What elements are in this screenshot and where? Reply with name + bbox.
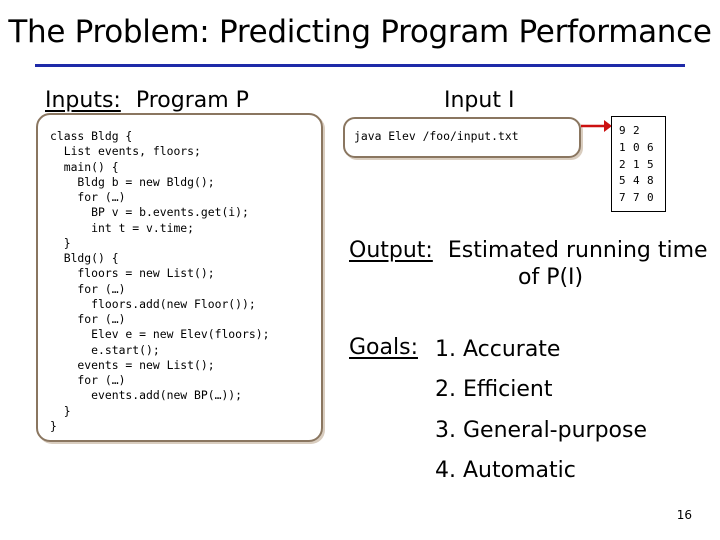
slide-title: The Problem: Predicting Program Performa… [8, 14, 712, 50]
file-value: 2 [619, 157, 626, 171]
code-line: for (…) [50, 190, 126, 204]
command-box [343, 117, 581, 158]
inputs-heading: Inputs: Program P [45, 88, 249, 113]
goal-item-4: 4. Automatic [435, 458, 576, 483]
file-value: 5 [619, 174, 626, 188]
file-value: 6 [647, 140, 654, 154]
goal-item-1: 1. Accurate [435, 337, 561, 362]
output-text-line2: of P(I) [518, 265, 584, 290]
code-line: floors = new List(); [50, 266, 215, 281]
file-value: 5 [647, 157, 654, 171]
program-code: class Bldg { List events, floors; main()… [50, 129, 269, 434]
program-label: Program P [135, 88, 249, 113]
goals-label-wrap: Goals: [349, 335, 418, 360]
inputs-label: Inputs: [45, 88, 121, 113]
code-line: int t = v.time; [50, 220, 195, 235]
goal-item-3: 3. General-purpose [435, 418, 647, 443]
file-value: 1 [633, 157, 640, 171]
output-heading: Output: Estimated running time [349, 238, 708, 263]
code-line: events.add(new BP(…)); [50, 388, 243, 403]
code-line: Bldg() { [50, 251, 119, 265]
goal-item-2: 2. Efficient [435, 377, 553, 402]
file-value: 1 [619, 140, 626, 154]
file-value: 4 [633, 174, 640, 188]
code-line: Elev e = new Elev(floors); [50, 327, 270, 342]
command-line: java Elev /foo/input.txt [354, 129, 519, 143]
code-line: } [50, 235, 71, 250]
code-line: for (…) [50, 281, 126, 296]
file-value: 9 [619, 124, 626, 137]
output-label: Output: [349, 238, 433, 263]
file-value: 0 [647, 191, 654, 205]
code-line: events = new List(); [50, 357, 215, 372]
code-line: for (…) [50, 373, 126, 387]
file-value: 7 [633, 191, 640, 205]
program-code-box [36, 113, 323, 442]
page-number: 16 [676, 508, 692, 522]
goals-label: Goals: [349, 335, 418, 360]
code-line: Bldg b = new Bldg(); [50, 174, 215, 189]
file-value: 0 [633, 140, 640, 154]
code-line: class Bldg { [50, 129, 133, 143]
input-i-label: Input I [444, 88, 515, 113]
code-line: floors.add(new Floor()); [50, 296, 256, 311]
input-file-box [611, 116, 666, 212]
code-line: main() { [50, 159, 119, 174]
code-line: } [50, 403, 71, 418]
output-text-line1: Estimated running time [447, 238, 708, 263]
code-line: BP v = b.events.get(i); [50, 205, 249, 220]
code-line: e.start(); [50, 342, 160, 357]
file-value: 7 [619, 191, 626, 205]
code-line: } [50, 418, 57, 433]
file-value [647, 123, 661, 140]
file-value: 2 [633, 124, 640, 137]
code-line: for (…) [50, 312, 126, 326]
code-line: List events, floors; [50, 144, 201, 159]
title-divider [35, 64, 685, 67]
file-value: 8 [647, 174, 654, 188]
arrow-right-icon [581, 120, 612, 132]
